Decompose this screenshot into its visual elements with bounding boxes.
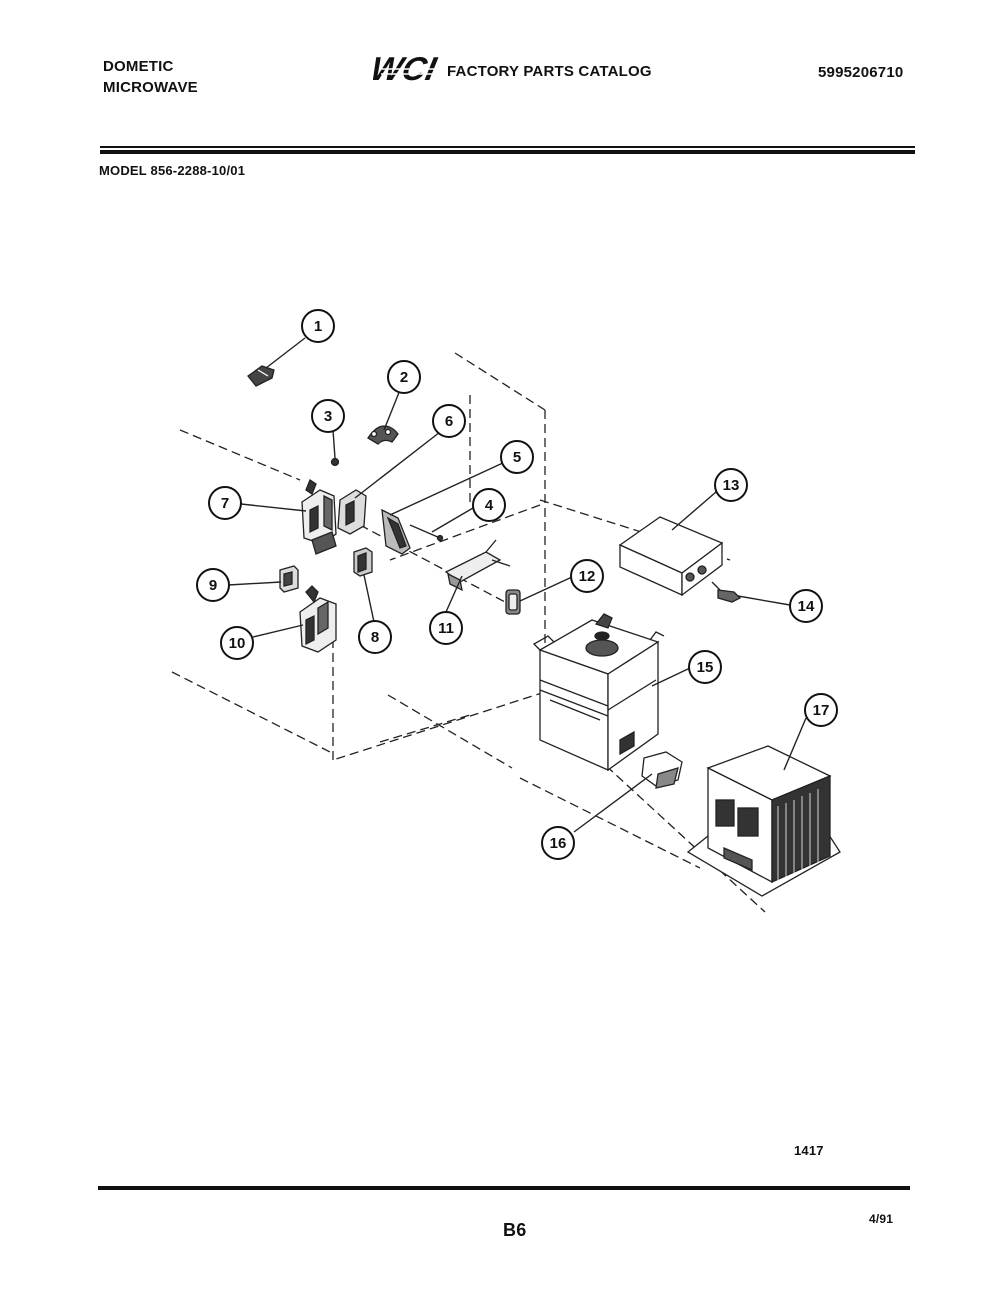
callout-6: 6 <box>445 413 453 430</box>
catalog-title: FACTORY PARTS CATALOG <box>447 63 652 80</box>
part-6-switch <box>337 489 367 535</box>
part-15-magnetron <box>532 613 665 772</box>
callout-16-17: 17 <box>813 702 830 719</box>
header-rule-thick <box>100 150 915 154</box>
part-3-screw <box>330 457 340 467</box>
part-5-lever <box>381 508 411 555</box>
part-2-clip <box>367 425 399 445</box>
part-11-thermal-cutout <box>444 539 511 592</box>
part-7-latch-assembly <box>301 479 337 555</box>
part-16-fuse-cap <box>641 751 683 789</box>
callout-4: 4 <box>485 497 494 514</box>
cabinet-outline <box>171 352 766 913</box>
callout-12: 12 <box>579 568 596 585</box>
callout-8: 8 <box>371 629 379 646</box>
catalog-number: 5995206710 <box>818 64 904 81</box>
wci-logo: WCI <box>373 52 440 86</box>
callout-circles <box>196 309 838 860</box>
callout-11: 11 <box>438 620 454 637</box>
revision-date: 4/91 <box>869 1212 894 1226</box>
callout-13: 13 <box>723 477 740 494</box>
part-9-switch <box>279 565 299 593</box>
part-13-capacitor <box>618 516 724 597</box>
part-17-transformer <box>686 745 841 897</box>
callout-16: 16 <box>550 835 567 852</box>
page-label: B6 <box>503 1220 527 1240</box>
callout-1: 1 <box>314 318 322 335</box>
callout-9: 9 <box>209 577 217 594</box>
callout-2: 2 <box>400 369 408 386</box>
callout-leaders <box>227 337 807 833</box>
footer-rule <box>98 1186 910 1190</box>
callout-10: 10 <box>229 635 246 652</box>
callout-3: 3 <box>324 408 332 425</box>
header-rule-thin <box>100 146 915 148</box>
part-14-diode <box>711 581 742 603</box>
product-category: MICROWAVE <box>103 79 198 96</box>
callout-5: 5 <box>513 449 521 466</box>
part-1-connector <box>247 365 275 387</box>
callout-15: 15 <box>697 659 714 676</box>
part-10-bracket <box>299 585 337 653</box>
callout-7: 7 <box>221 495 229 512</box>
callout-14: 14 <box>798 598 815 615</box>
figure-number: 1417 <box>794 1143 824 1158</box>
part-12-fuse-holder <box>505 589 521 615</box>
brand-name: DOMETIC <box>103 58 174 75</box>
part-4-spring <box>409 524 444 542</box>
part-8-microswitch <box>353 547 373 577</box>
model-number: MODEL 856-2288-10/01 <box>99 163 246 178</box>
